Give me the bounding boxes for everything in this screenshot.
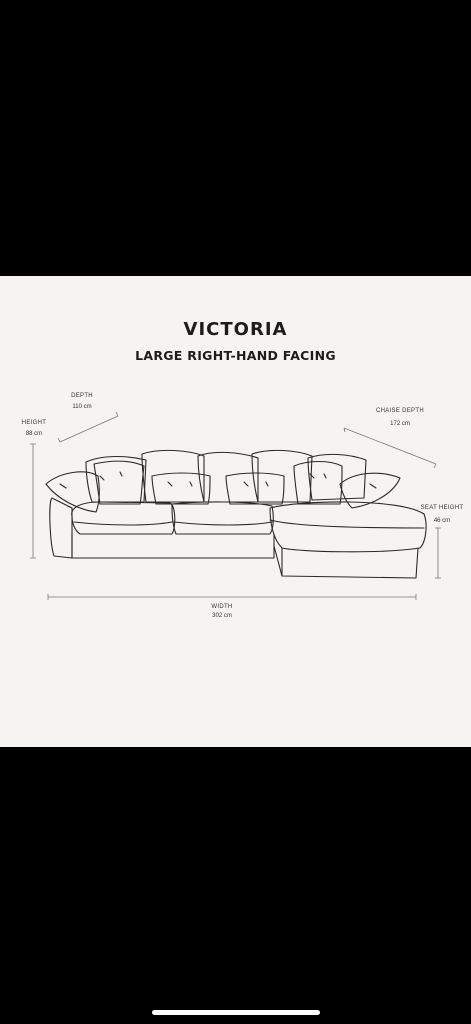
chaise-depth-dimension-line xyxy=(343,427,437,469)
home-indicator-bar[interactable] xyxy=(152,1010,320,1015)
height-dimension-line xyxy=(30,443,36,559)
scatter-cushion-3 xyxy=(151,472,211,505)
product-image-card: VICTORIA LARGE RIGHT-HAND FACING xyxy=(0,276,471,747)
depth-label: DEPTH xyxy=(71,393,93,399)
seat-height-value: 46 cm xyxy=(433,518,451,524)
back-cushion-right xyxy=(307,453,367,501)
height-value: 88 cm xyxy=(25,431,43,437)
product-title: VICTORIA xyxy=(183,319,288,340)
width-dimension-line xyxy=(47,594,417,600)
width-value: 302 cm xyxy=(212,613,232,619)
seat-height-dimension-line xyxy=(435,527,441,579)
scatter-cushion-6 xyxy=(339,472,401,509)
scatter-cushion-4 xyxy=(225,472,285,505)
depth-value: 110 cm xyxy=(72,404,92,410)
back-cushion-left xyxy=(85,455,147,503)
width-label: WIDTH xyxy=(211,604,233,610)
height-label: HEIGHT xyxy=(21,420,47,426)
depth-dimension-line xyxy=(57,411,119,443)
chaise-depth-value: 172 cm xyxy=(390,421,410,427)
product-subtitle: LARGE RIGHT-HAND FACING xyxy=(135,348,336,363)
sofa-line-drawing xyxy=(30,411,441,600)
sofa-left-arm xyxy=(49,497,73,559)
seat-cushion-mid xyxy=(171,501,274,535)
chaise-depth-label: CHAISE DEPTH xyxy=(376,408,424,414)
seat-height-label: SEAT HEIGHT xyxy=(420,505,464,511)
back-cushion-4 xyxy=(251,449,313,503)
chaise-cushion xyxy=(269,501,427,553)
scatter-cushion-2 xyxy=(93,460,145,505)
scatter-cushion-1 xyxy=(45,471,100,513)
back-cushion-2 xyxy=(141,449,205,503)
scatter-cushion-5 xyxy=(293,460,343,505)
sofa-base xyxy=(71,533,275,559)
chaise-base xyxy=(273,545,419,579)
seat-cushion-left xyxy=(71,501,176,535)
